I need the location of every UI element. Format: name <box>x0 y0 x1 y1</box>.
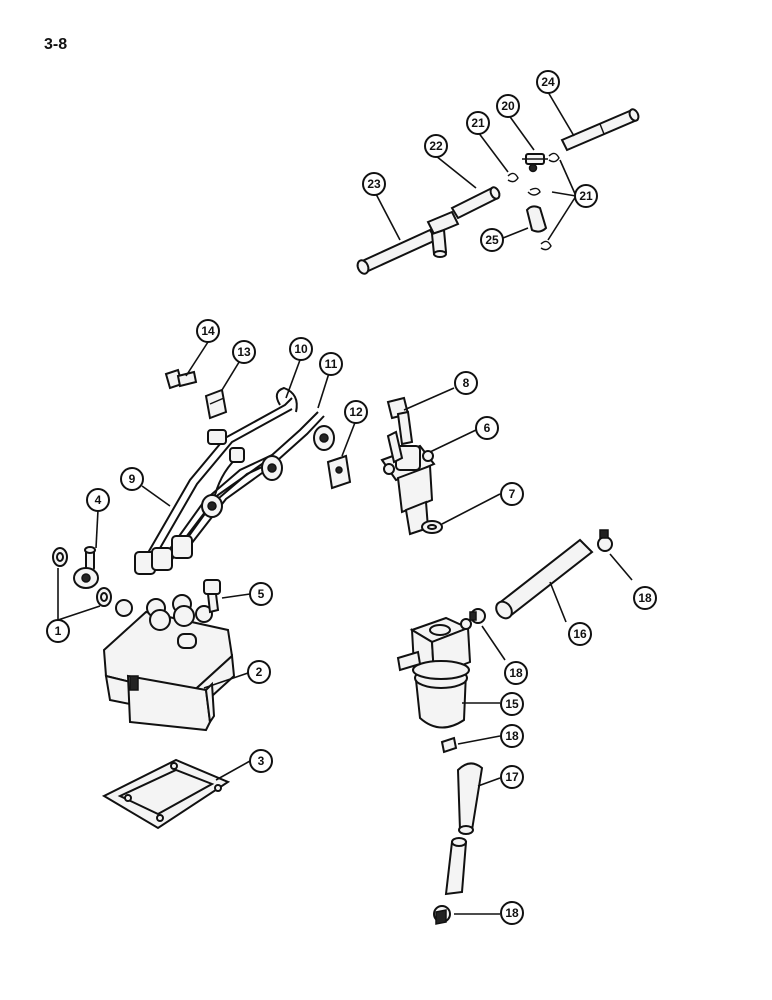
svg-text:18: 18 <box>505 729 519 743</box>
hose-clamp-18-a <box>597 529 613 552</box>
injection-lines <box>134 386 335 575</box>
callout-22: 22 <box>424 134 448 158</box>
callout-21-right: 21 <box>574 184 598 208</box>
callout-18-mid: 18 <box>504 661 528 685</box>
callout-6: 6 <box>475 416 499 440</box>
hose-17 <box>456 762 484 831</box>
svg-text:15: 15 <box>505 697 519 711</box>
svg-text:12: 12 <box>349 405 363 419</box>
clip-21-a <box>507 172 519 183</box>
svg-text:1: 1 <box>55 624 62 638</box>
callout-14: 14 <box>196 319 220 343</box>
svg-text:4: 4 <box>95 493 102 507</box>
svg-text:21: 21 <box>471 116 485 130</box>
svg-text:21: 21 <box>579 189 593 203</box>
banjo-fitting-4 <box>73 546 99 589</box>
injection-pump-2 <box>102 594 236 732</box>
callout-3: 3 <box>249 749 273 773</box>
return-line-assembly <box>356 108 640 275</box>
callout-11: 11 <box>319 352 343 376</box>
svg-text:14: 14 <box>201 324 215 338</box>
callout-18-right: 18 <box>633 586 657 610</box>
svg-text:6: 6 <box>484 421 491 435</box>
gasket-3 <box>101 758 231 830</box>
svg-text:16: 16 <box>573 627 587 641</box>
svg-text:5: 5 <box>258 587 265 601</box>
page-number: 3-8 <box>44 36 68 53</box>
callout-21-top: 21 <box>466 111 490 135</box>
clip-21-b <box>527 187 541 196</box>
callout-12: 12 <box>344 400 368 424</box>
hose-clamp-18-d <box>433 905 451 925</box>
svg-text:24: 24 <box>541 75 555 89</box>
svg-text:3: 3 <box>258 754 265 768</box>
hose-clamp-18-b <box>469 608 486 624</box>
leader-lines <box>57 91 633 915</box>
svg-text:25: 25 <box>485 233 499 247</box>
hose-16 <box>496 538 594 618</box>
callout-17: 17 <box>500 765 524 789</box>
callout-10: 10 <box>289 337 313 361</box>
callout-5: 5 <box>249 582 273 606</box>
svg-text:17: 17 <box>505 770 519 784</box>
bolt-5 <box>203 579 221 614</box>
svg-text:18: 18 <box>505 906 519 920</box>
callout-9: 9 <box>120 467 144 491</box>
return-tube-24 <box>560 108 639 152</box>
svg-text:8: 8 <box>463 376 470 390</box>
callout-1: 1 <box>46 619 70 643</box>
svg-text:11: 11 <box>325 357 338 371</box>
svg-text:9: 9 <box>129 472 136 486</box>
fuel-filter-15 <box>396 616 472 729</box>
clamp-13 <box>204 388 228 420</box>
hose-25 <box>525 205 548 233</box>
bolt-8 <box>386 396 414 446</box>
callout-4: 4 <box>86 488 110 512</box>
callout-7: 7 <box>500 482 524 506</box>
svg-text:10: 10 <box>294 342 308 356</box>
clip-21-c <box>548 152 560 163</box>
svg-text:18: 18 <box>509 666 523 680</box>
svg-text:13: 13 <box>237 345 251 359</box>
svg-text:23: 23 <box>367 177 381 191</box>
callout-18-lower: 18 <box>500 724 524 748</box>
union-fitting-20 <box>522 153 548 173</box>
callout-15: 15 <box>500 692 524 716</box>
hose-clamp-18-c <box>440 736 458 754</box>
callout-23: 23 <box>362 172 386 196</box>
clip-21-d <box>540 240 552 251</box>
svg-text:7: 7 <box>509 487 516 501</box>
svg-text:2: 2 <box>256 665 263 679</box>
callout-20: 20 <box>496 94 520 118</box>
bolt-14 <box>164 368 198 390</box>
callout-13: 13 <box>232 340 256 364</box>
callout-18-bottom: 18 <box>500 901 524 925</box>
svg-text:18: 18 <box>638 591 652 605</box>
callout-24: 24 <box>536 70 560 94</box>
callout-2: 2 <box>247 660 271 684</box>
callout-16: 16 <box>568 622 592 646</box>
svg-text:20: 20 <box>501 99 515 113</box>
svg-text:22: 22 <box>429 139 443 153</box>
callout-25: 25 <box>480 228 504 252</box>
injector-6 <box>380 430 436 536</box>
callout-8: 8 <box>454 371 478 395</box>
tee-fitting <box>426 210 460 236</box>
